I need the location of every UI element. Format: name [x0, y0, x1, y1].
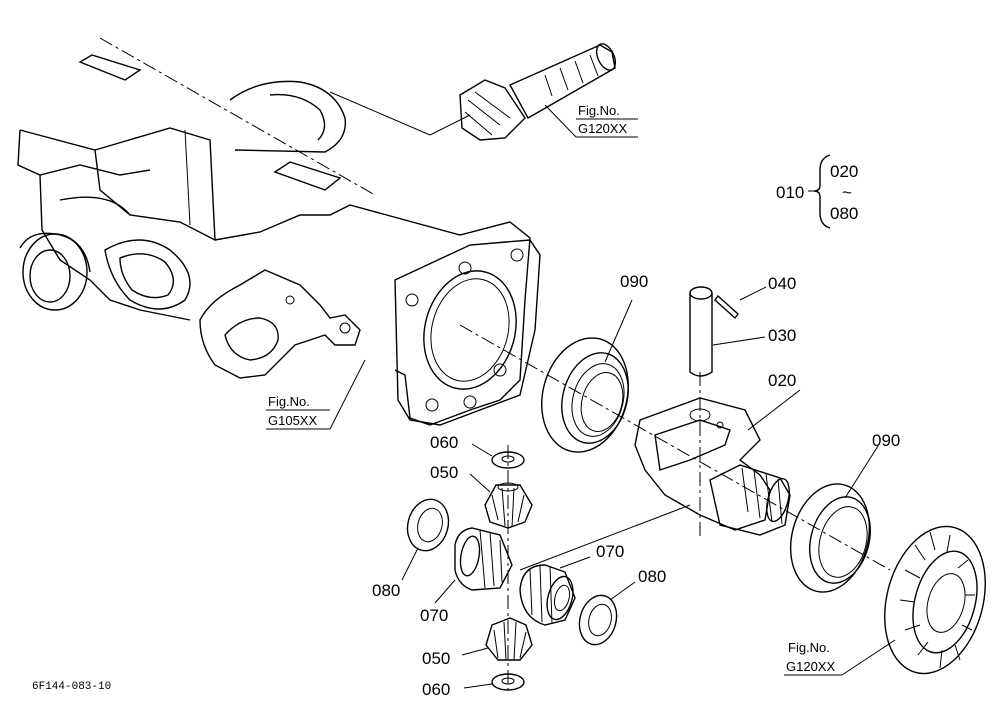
callout-060-bottom: 060: [422, 680, 450, 699]
drawing-code: 6F144-083-10: [32, 681, 111, 693]
range-symbol: ~: [842, 183, 852, 202]
callout-080-group: 080: [830, 204, 858, 223]
fig-ref-left-label: Fig.No.: [268, 394, 310, 409]
callout-090-top: 090: [620, 272, 648, 291]
callout-050-top: 050: [430, 463, 458, 482]
side-gear-left: 070: [420, 527, 513, 625]
callout-060-top: 060: [430, 433, 458, 452]
callout-070-right: 070: [596, 542, 624, 561]
callout-020: 020: [768, 371, 796, 390]
thrust-washer-top: 060: [430, 433, 525, 469]
fig-ref-top-code: G120XX: [578, 121, 627, 136]
callout-020-group: 020: [830, 162, 858, 181]
callout-040: 040: [768, 274, 796, 293]
pinion-shaft-pin: 040 030: [689, 274, 796, 377]
fig-ref-bottom-code: G120XX: [786, 659, 835, 674]
bearing-right: 090: [789, 431, 900, 593]
callout-070-left: 070: [420, 606, 448, 625]
thrust-washer-bottom: 060: [422, 673, 525, 699]
callout-080-left: 080: [372, 581, 400, 600]
transmission-case: [17, 37, 541, 426]
callout-090-right: 090: [872, 431, 900, 450]
fig-ref-left-code: G105XX: [268, 413, 317, 428]
pinion-gear-top: 050: [430, 463, 533, 529]
side-gear-right: 070: [519, 542, 624, 626]
callout-030: 030: [768, 326, 796, 345]
fig-ref-top-label: Fig.No.: [578, 103, 620, 118]
fig-ref-bottom: Fig.No. G120XX: [784, 639, 896, 676]
fig-ref-left: Fig.No. G105XX: [266, 359, 366, 430]
thrust-washer-right: 080: [578, 567, 666, 646]
pinion-gear-bottom: 050: [422, 617, 533, 668]
assembly-group-bracket: 010 020 ~ 080: [776, 154, 858, 229]
callout-080-right: 080: [638, 567, 666, 586]
ring-gear: [884, 525, 986, 675]
fig-ref-bottom-label: Fig.No.: [788, 640, 830, 655]
thrust-washer-left: 080: [372, 498, 450, 600]
bevel-pinion-shaft: [329, 43, 617, 141]
callout-010: 010: [776, 183, 804, 202]
fig-ref-top: Fig.No. G120XX: [544, 103, 638, 138]
differential-case: 020: [634, 371, 801, 540]
bearing-left: 090: [541, 272, 648, 453]
callout-050-bottom: 050: [422, 649, 450, 668]
